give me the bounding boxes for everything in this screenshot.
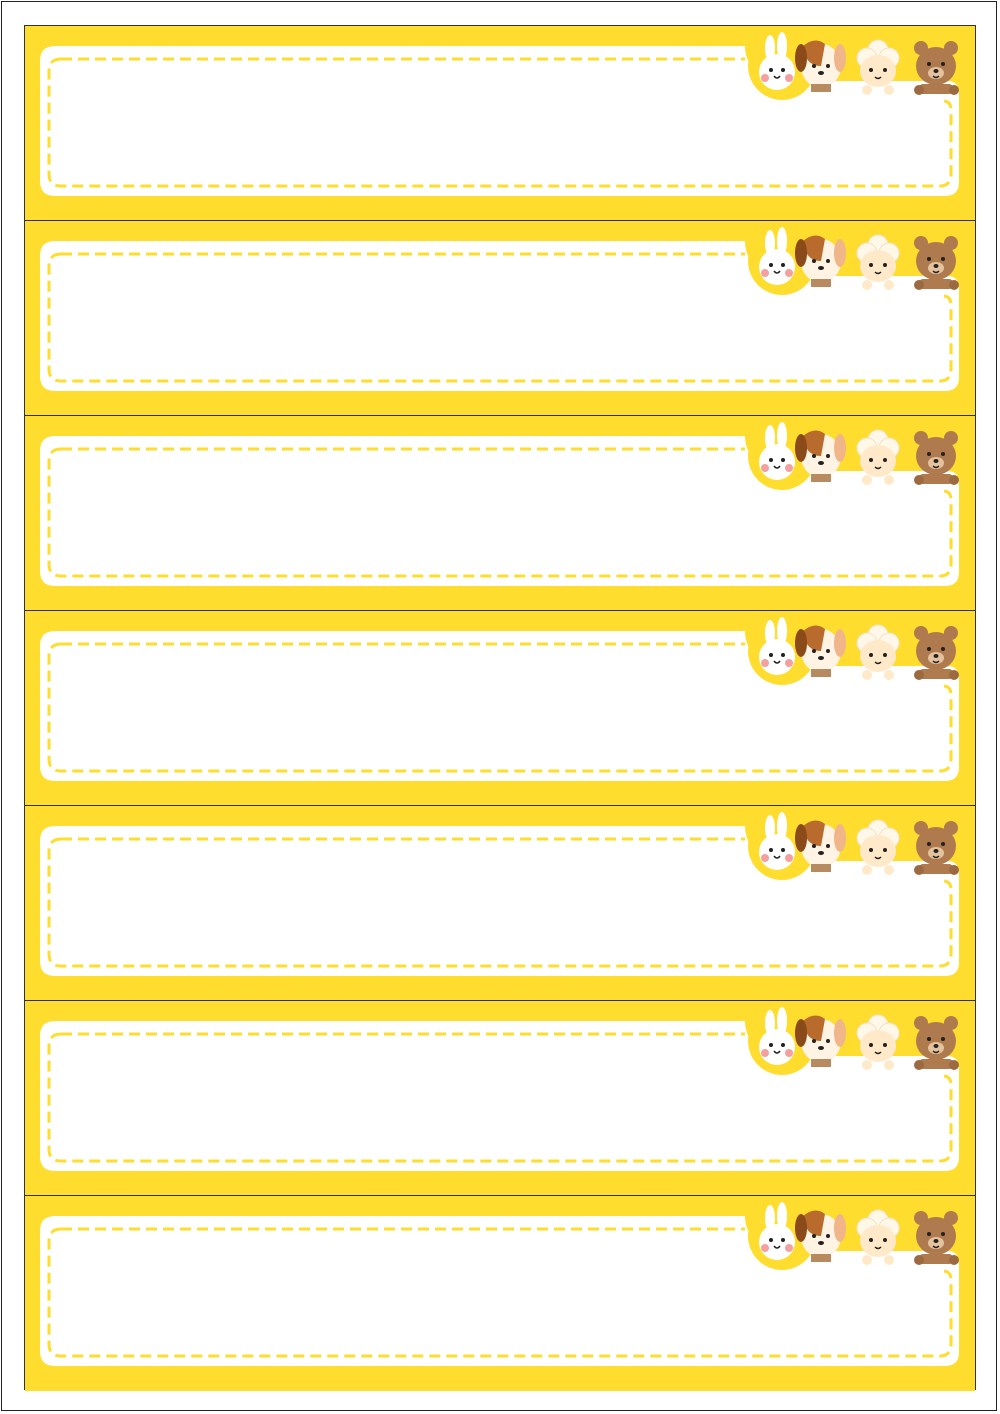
label-frame [25,1001,975,1195]
sheep-icon [856,1209,900,1265]
bear-icon [914,1211,959,1265]
dog-icon [795,625,846,677]
name-label-6 [25,1001,975,1196]
sheep-icon [856,39,900,95]
rabbit-icon [759,617,795,675]
dog-icon [795,1015,846,1067]
bear-icon [914,41,959,95]
name-label-5 [25,806,975,1001]
label-frame [25,221,975,415]
rabbit-icon [759,32,795,90]
dog-icon [795,1210,846,1262]
name-label-3 [25,416,975,611]
label-frame [25,1196,975,1391]
bear-icon [914,1016,959,1070]
bear-icon [914,626,959,680]
dog-icon [795,820,846,872]
name-label-2 [25,221,975,416]
dog-icon [795,430,846,482]
rabbit-icon [759,1007,795,1065]
bear-icon [914,431,959,485]
rabbit-icon [759,812,795,870]
label-frame [25,416,975,610]
sheep-icon [856,234,900,290]
sheep-icon [856,1014,900,1070]
bear-icon [914,821,959,875]
label-sheet [24,25,976,1391]
name-label-1 [25,26,975,221]
name-label-7 [25,1196,975,1391]
rabbit-icon [759,1202,795,1260]
sheep-icon [856,819,900,875]
bear-icon [914,236,959,290]
label-frame [25,806,975,1000]
dog-icon [795,40,846,92]
sheep-icon [856,624,900,680]
dog-icon [795,235,846,287]
label-frame [25,611,975,805]
rabbit-icon [759,422,795,480]
rabbit-icon [759,227,795,285]
label-frame [25,26,975,220]
name-label-4 [25,611,975,806]
sheep-icon [856,429,900,485]
